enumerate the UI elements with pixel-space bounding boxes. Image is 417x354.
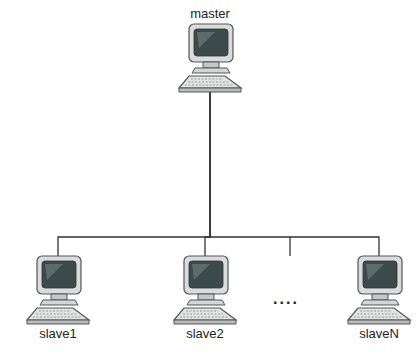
slave-computer: slave1: [23, 254, 93, 342]
bus-connector: [210, 92, 379, 256]
computer-icon: [170, 254, 240, 326]
computer-icon: [175, 22, 245, 94]
computer-label: slave2: [186, 326, 224, 342]
slave-computer: slave2: [170, 254, 240, 342]
computer-label: master: [190, 6, 230, 22]
computer-icon: [344, 254, 414, 326]
ellipsis-label: ....: [273, 290, 299, 308]
bus-drop: [289, 237, 290, 256]
computer-label: slaveN: [359, 326, 399, 342]
computer-icon: [23, 254, 93, 326]
bus-connector: [58, 92, 210, 256]
computer-label: slave1: [39, 326, 77, 342]
bus-connector: [205, 92, 210, 256]
slave-computer: slaveN: [344, 254, 414, 342]
master-computer: master: [175, 6, 245, 94]
